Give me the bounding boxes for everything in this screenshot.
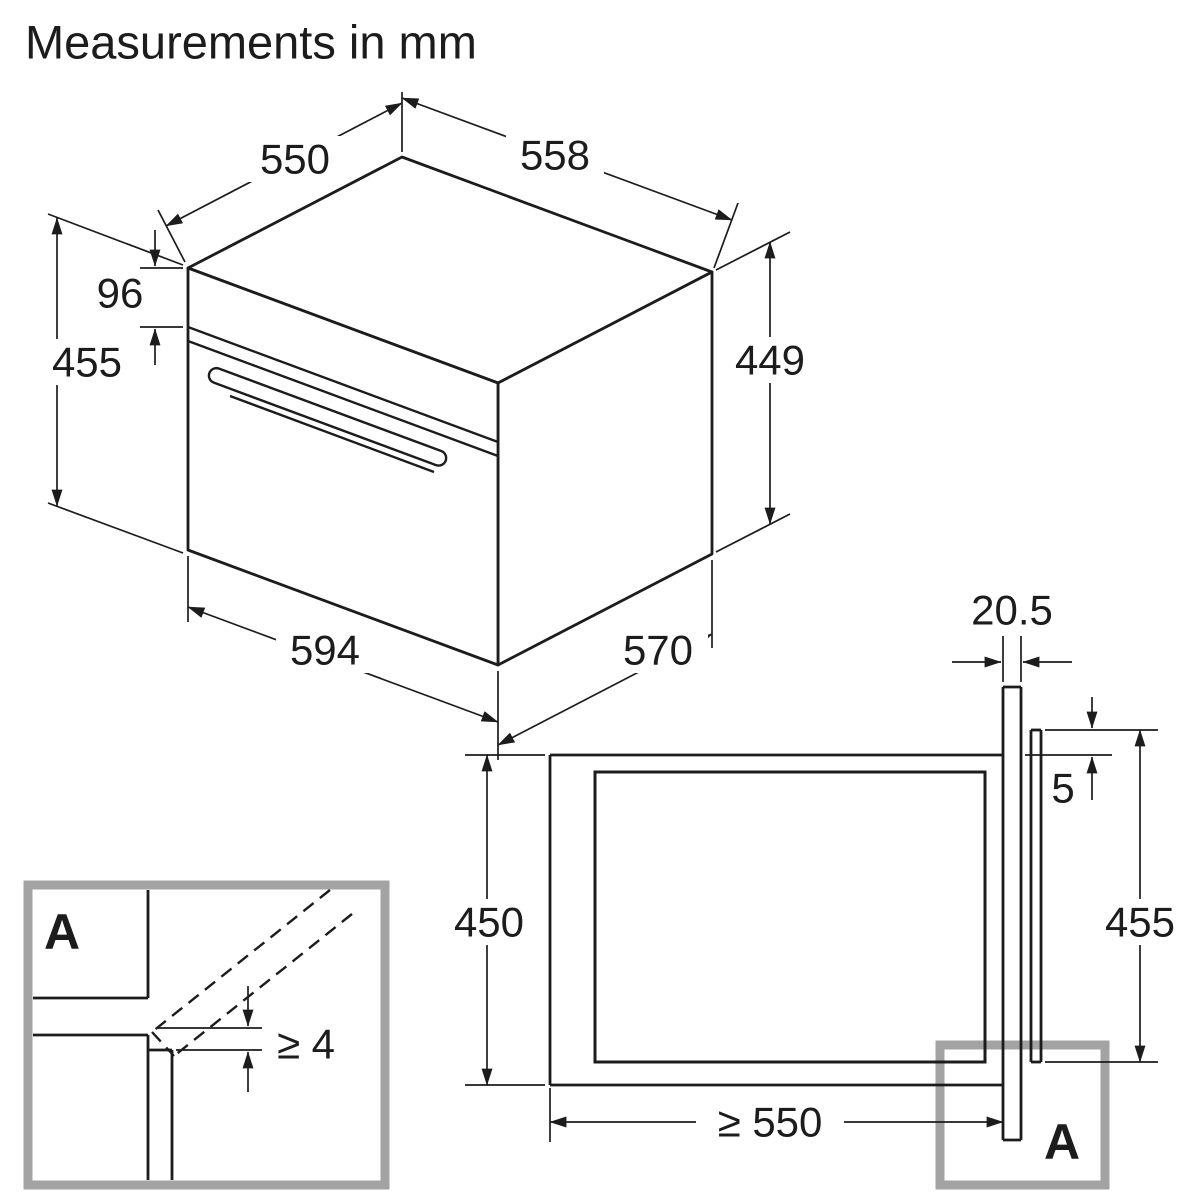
dim-door-clearance-label: ≥ 4	[277, 1021, 335, 1068]
dim-body-height: 449	[715, 231, 820, 553]
niche-section-view: A 20.5	[437, 587, 1192, 1190]
extension-line	[157, 209, 186, 263]
dim-niche-height: 450	[437, 754, 545, 1086]
door-edge-dashed-line	[151, 1031, 175, 1057]
extension-line	[47, 502, 184, 554]
label-mask	[506, 132, 604, 178]
dim-front-width-label: 594	[290, 627, 360, 674]
dim-panel-height: 96	[97, 230, 183, 365]
detail-a-reference-label: A	[1044, 1114, 1080, 1170]
dim-niche-depth: ≥ 550	[549, 1088, 1004, 1146]
dim-top-overlap-label: 5	[1051, 765, 1074, 812]
dim-niche-depth-label: ≥ 550	[718, 1099, 823, 1146]
dim-body-height-label: 449	[735, 337, 805, 384]
door-open-dashed-line	[173, 913, 353, 1057]
dim-body-depth: 570	[497, 560, 713, 746]
extension-line	[47, 213, 184, 266]
detail-a-view: A ≥ 4	[23, 880, 390, 1190]
dim-top-width-label: 558	[520, 132, 590, 179]
dim-body-depth-label: 570	[623, 627, 693, 674]
label-mask	[437, 899, 541, 945]
oven-door-handle	[207, 366, 448, 467]
dim-appliance-height-label: 455	[1105, 899, 1175, 946]
dim-frame-thickness-label: 20.5	[971, 587, 1053, 634]
dim-top-width: 558	[401, 97, 739, 269]
label-mask	[608, 627, 708, 673]
label-mask	[720, 337, 820, 383]
extension-line	[715, 231, 791, 271]
oven-panel-seam-line	[187, 325, 499, 444]
dim-total-height: 455	[37, 213, 184, 554]
oven-door-top-line	[187, 339, 499, 458]
door-open-dashed-line	[151, 889, 331, 1033]
detail-a-box	[23, 880, 390, 1190]
oven-isometric-view	[186, 155, 714, 667]
dim-top-overlap: 5	[1025, 697, 1158, 812]
appliance-door-section	[1029, 728, 1043, 1064]
dim-panel-height-label: 96	[97, 270, 144, 317]
extension-line	[715, 513, 791, 553]
oven-handle-underside-line	[229, 394, 435, 474]
dim-top-depth-label: 550	[260, 136, 330, 183]
label-mask	[246, 136, 344, 182]
front-frame-section	[1001, 685, 1023, 1142]
detail-a-reference-box	[935, 1040, 1110, 1190]
label-mask	[37, 339, 137, 385]
label-mask	[696, 1099, 844, 1145]
dim-door-clearance: ≥ 4	[158, 986, 335, 1092]
dim-frame-thickness: 20.5	[952, 587, 1072, 682]
dim-appliance-height: 455	[1045, 729, 1192, 1063]
label-mask	[276, 627, 374, 673]
extension-line	[713, 202, 739, 269]
dim-total-height-label: 455	[52, 339, 122, 386]
dim-niche-height-label: 450	[454, 899, 524, 946]
page-title: Measurements in mm	[25, 16, 477, 69]
detail-a-label: A	[44, 904, 80, 960]
label-mask	[1088, 899, 1192, 945]
appliance-body-rect	[593, 770, 987, 1064]
